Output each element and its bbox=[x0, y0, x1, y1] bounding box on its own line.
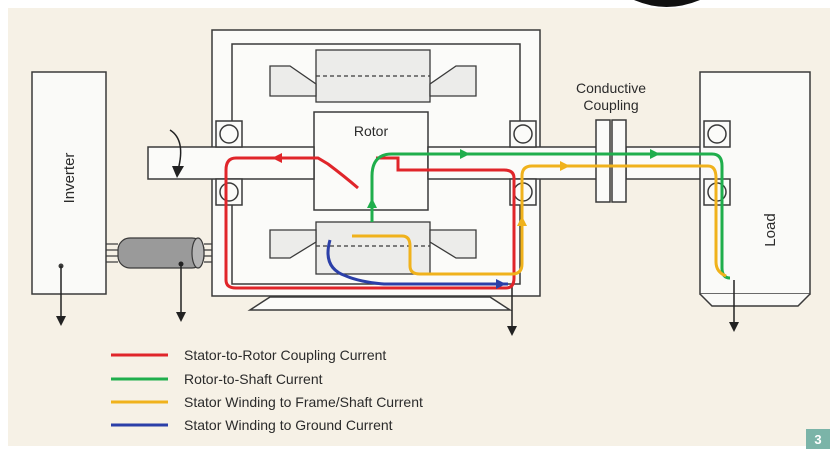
logo-fragment bbox=[634, 0, 700, 7]
upper-stator-winding bbox=[269, 49, 477, 103]
green-arrowhead-2 bbox=[650, 149, 660, 159]
rotation-arrow-icon bbox=[169, 129, 184, 178]
path-stator-to-rotor-current bbox=[224, 156, 516, 290]
green-arrowhead bbox=[460, 149, 470, 159]
motor-bearings bbox=[215, 120, 537, 206]
legend: Stator-to-Rotor Coupling Current Rotor-t… bbox=[111, 347, 423, 433]
load-label: Load bbox=[762, 213, 779, 246]
blue-arrowhead bbox=[496, 279, 506, 289]
cable-choke bbox=[117, 237, 205, 322]
page-badge: 3 bbox=[806, 429, 830, 449]
green-arrowhead-3 bbox=[367, 198, 377, 208]
coupling-label-line1: Conductive bbox=[576, 80, 646, 96]
inverter-box: Inverter bbox=[31, 71, 107, 326]
page-badge-number: 3 bbox=[814, 432, 821, 447]
shaft bbox=[147, 146, 761, 180]
legend-label-red: Stator-to-Rotor Coupling Current bbox=[184, 347, 386, 363]
red-arrowhead bbox=[272, 153, 282, 163]
coupling-label-line2: Coupling bbox=[583, 97, 638, 113]
yellow-arrowhead bbox=[517, 216, 527, 226]
ground-arrows bbox=[507, 280, 739, 336]
path-stator-winding-to-frame-current bbox=[352, 164, 727, 278]
rotor-label: Rotor bbox=[354, 123, 389, 139]
legend-label-green: Rotor-to-Shaft Current bbox=[184, 371, 323, 387]
conductive-coupling: Conductive Coupling bbox=[576, 80, 646, 203]
legend-label-yellow: Stator Winding to Frame/Shaft Current bbox=[184, 394, 423, 410]
yellow-arrowhead-2 bbox=[560, 161, 570, 171]
legend-label-blue: Stator Winding to Ground Current bbox=[184, 417, 393, 433]
path-stator-winding-to-ground-current bbox=[326, 239, 508, 286]
inverter-label: Inverter bbox=[61, 153, 78, 204]
